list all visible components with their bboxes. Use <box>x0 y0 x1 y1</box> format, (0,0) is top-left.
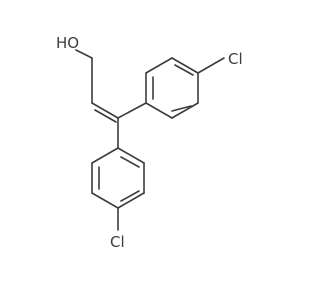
bond-oh-ch2 <box>75 49 93 59</box>
bottom-ring-bond-6 <box>117 147 145 164</box>
atom-labels: HO Cl Cl <box>56 34 243 251</box>
bond-ch-c-double-1 <box>91 102 119 119</box>
molecule-structure: HO Cl Cl <box>56 34 243 251</box>
top-ring-bond-6 <box>145 102 173 119</box>
top-ring-bond-2 <box>145 57 173 74</box>
top-ring-inner-2 <box>174 64 194 76</box>
bottom-ring-bond-4 <box>117 192 145 209</box>
bottom-ring-bond-1 <box>91 147 119 164</box>
top-ring-bond-3 <box>171 57 199 74</box>
hydroxyl-label: HO <box>56 34 79 52</box>
bottom-ring-bond-3 <box>91 192 119 209</box>
bond-c-top-ring <box>117 102 147 119</box>
chlorine-bottom-label: Cl <box>110 233 125 251</box>
bond-top-ring-cl <box>197 57 225 74</box>
bond-ch-c-double-2 <box>94 109 117 123</box>
bonds <box>75 49 225 231</box>
top-ring-inner-3 <box>171 105 192 112</box>
bottom-ring-inner-3 <box>120 156 140 168</box>
bottom-ring-inner-2 <box>120 190 140 202</box>
chlorine-top-label: Cl <box>228 50 243 68</box>
top-ring-bond-5 <box>171 102 199 119</box>
